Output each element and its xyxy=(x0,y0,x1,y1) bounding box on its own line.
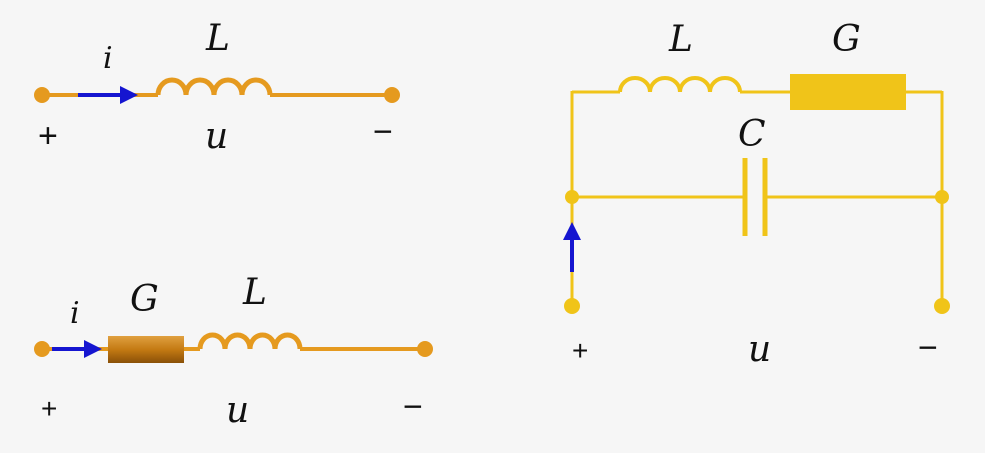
voltage-label: u xyxy=(205,116,228,157)
plus-sign: + xyxy=(41,393,57,424)
current-arrow xyxy=(78,86,138,104)
terminal-minus xyxy=(417,341,433,357)
plus-sign: + xyxy=(38,117,58,155)
inductor-coil xyxy=(618,76,742,93)
conductance-resistor xyxy=(108,336,184,363)
junction-right xyxy=(935,190,949,204)
inductor-label: L xyxy=(205,18,230,59)
terminal-minus xyxy=(384,87,400,103)
conductance-label: G xyxy=(130,279,159,320)
circuit-bottom-left: i G L u + − xyxy=(34,272,433,431)
conductance-label: G xyxy=(832,19,861,60)
junction-left xyxy=(565,190,579,204)
conductance-resistor xyxy=(790,74,906,110)
voltage-label: u xyxy=(748,329,771,370)
minus-sign: − xyxy=(918,329,938,367)
terminal-plus xyxy=(34,87,50,103)
plus-sign: + xyxy=(572,335,588,366)
inductor-coil xyxy=(155,77,273,96)
current-label: i xyxy=(103,41,113,76)
circuit-top-left: i L u + − xyxy=(34,18,400,157)
current-label: i xyxy=(70,296,80,331)
inductor-coil xyxy=(197,332,303,350)
terminal-minus xyxy=(934,298,950,314)
inductor-label: L xyxy=(668,19,693,60)
minus-sign: − xyxy=(373,113,393,151)
current-arrow xyxy=(52,340,102,358)
inductor-label: L xyxy=(242,272,267,313)
terminal-plus xyxy=(34,341,50,357)
voltage-label: u xyxy=(226,390,249,431)
capacitor-label: C xyxy=(738,114,766,155)
terminal-plus xyxy=(564,298,580,314)
circuit-right: L G C u + − xyxy=(563,19,950,370)
minus-sign: − xyxy=(403,388,423,426)
current-arrow xyxy=(563,222,581,272)
